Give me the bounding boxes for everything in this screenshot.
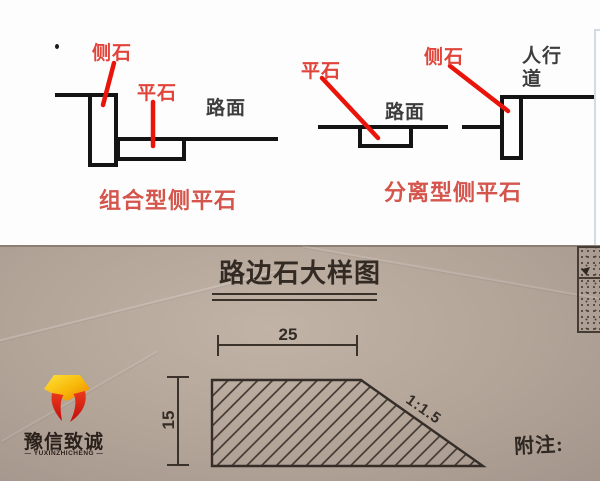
separated-flat-stone-label: 平石 — [301, 61, 342, 82]
flat-stone-leader-line — [319, 75, 381, 141]
curb-stone-hatched-profile — [210, 378, 487, 468]
logo-gem-icon — [44, 375, 90, 422]
width-dimension-tick-right — [356, 335, 358, 356]
separated-side-stone-label: 侧石 — [424, 47, 465, 68]
adjacent-drawing-stipple-box — [577, 246, 600, 333]
stray-ink-dot — [55, 44, 59, 49]
width-dimension-tick-left — [217, 335, 219, 356]
curb-stone-section-drawing — [210, 378, 487, 468]
separated-road-label: 路面 — [385, 102, 426, 123]
detail-drawing-photo: 路边石大样图 25 15 1:1.5 附注: — [0, 245, 600, 481]
sidewalk-label: 人行 道 — [522, 45, 562, 91]
combined-road-label: 路面 — [206, 98, 247, 119]
separated-type-leaders — [319, 63, 511, 141]
logo-company-romanized: — YUXINZHICHENG — — [24, 450, 104, 457]
height-dimension-tick-bottom — [167, 464, 189, 466]
drawing-title: 路边石大样图 — [219, 259, 382, 288]
photo-top-edge — [0, 245, 600, 247]
height-dimension-line — [177, 377, 179, 466]
combined-side-stone-label: 侧石 — [92, 43, 133, 64]
logo-company-name: 豫信致诚 — [23, 432, 104, 453]
combined-caption: 组合型侧平石 — [99, 188, 238, 213]
title-underline-bottom — [212, 299, 377, 301]
curb-diagrams-drawing — [55, 60, 596, 167]
stipple-blob — [581, 267, 590, 275]
separated-type-figure — [318, 95, 596, 160]
title-underline-top — [212, 293, 377, 295]
flat-stone-sunken-rect — [358, 125, 413, 148]
card-edge-horizontal — [594, 29, 600, 31]
combined-type-leaders — [100, 60, 156, 149]
separated-caption: 分离型侧平石 — [384, 180, 523, 205]
notes-label: 附注: — [513, 433, 565, 459]
height-dimension-tick-top — [167, 376, 189, 378]
width-dimension-value: 25 — [278, 325, 298, 344]
sidewalk-label-line1: 人行 — [522, 46, 563, 67]
card-edge-vertical — [594, 30, 596, 245]
stipple-box-divider — [579, 277, 600, 279]
side-stone-leader-line — [100, 60, 117, 108]
side-stone-leader-line — [447, 63, 511, 114]
sidewalk-label-line2: 道 — [522, 69, 543, 90]
width-dimension-line — [218, 344, 358, 346]
curb-diagrams-section: 侧石 平石 路面 组合型侧平石 平石 路面 侧石 人行 道 分离型侧平石 — [55, 29, 600, 245]
height-dimension-value: 15 — [159, 410, 178, 430]
combined-flat-stone-label: 平石 — [137, 83, 178, 104]
